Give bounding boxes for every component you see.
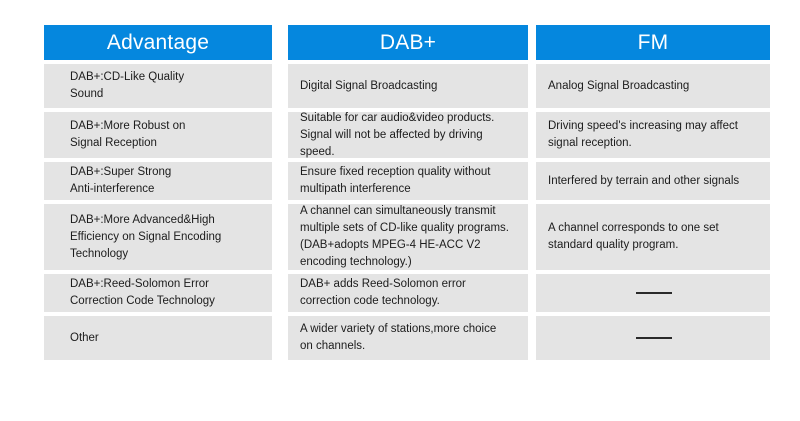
- cell-text: A channel corresponds to one set standar…: [548, 222, 719, 251]
- cell-text: DAB+:Reed-Solomon Error Correction Code …: [70, 278, 215, 307]
- table-cell: DAB+:More Robust on Signal Reception: [44, 112, 272, 158]
- table-cell: DAB+:CD-Like Quality Sound: [44, 64, 272, 108]
- cell-text: A wider variety of stations,more choice …: [300, 323, 497, 352]
- table-cell: A channel corresponds to one set standar…: [536, 204, 770, 270]
- table-column-dabplus: DAB+ Digital Signal Broadcasting Suitabl…: [288, 25, 528, 360]
- cell-text: Analog Signal Broadcasting: [548, 79, 690, 92]
- table-cell: Analog Signal Broadcasting: [536, 64, 770, 108]
- cell-text: Ensure fixed reception quality without m…: [300, 166, 491, 195]
- table-cell: A channel can simultaneously transmit mu…: [288, 204, 528, 270]
- cell-text: A channel can simultaneously transmit mu…: [300, 205, 509, 268]
- cell-text: DAB+:CD-Like Quality Sound: [70, 71, 185, 100]
- column-header-fm: FM: [536, 25, 770, 60]
- table-cell: Interfered by terrain and other signals: [536, 162, 770, 200]
- cell-text: Suitable for car audio&video products. S…: [300, 111, 495, 158]
- table-cell: Other: [44, 316, 272, 360]
- column-header-dabplus: DAB+: [288, 25, 528, 60]
- cell-text: Driving speed's increasing may affect si…: [548, 120, 738, 149]
- comparison-table: Advantage DAB+:CD-Like Quality Sound DAB…: [44, 25, 770, 360]
- table-cell: [536, 274, 770, 312]
- table-cell: DAB+:Super Strong Anti-interference: [44, 162, 272, 200]
- cell-text: Interfered by terrain and other signals: [548, 174, 740, 187]
- em-dash-icon: [636, 337, 672, 339]
- cell-text: DAB+ adds Reed-Solomon error correction …: [300, 278, 466, 307]
- table-column-fm: FM Analog Signal Broadcasting Driving sp…: [536, 25, 770, 360]
- table-cell: Digital Signal Broadcasting: [288, 64, 528, 108]
- table-cell: Ensure fixed reception quality without m…: [288, 162, 528, 200]
- table-cell: DAB+ adds Reed-Solomon error correction …: [288, 274, 528, 312]
- table-cell: [536, 316, 770, 360]
- em-dash-icon: [636, 292, 672, 294]
- table-column-advantage: Advantage DAB+:CD-Like Quality Sound DAB…: [44, 25, 272, 360]
- table-cell: DAB+:Reed-Solomon Error Correction Code …: [44, 274, 272, 312]
- table-cell: Driving speed's increasing may affect si…: [536, 112, 770, 158]
- cell-text: DAB+:More Robust on Signal Reception: [70, 120, 186, 149]
- cell-text: DAB+:More Advanced&High Efficiency on Si…: [70, 213, 222, 260]
- table-cell: Suitable for car audio&video products. S…: [288, 112, 528, 158]
- cell-text: Other: [70, 331, 99, 344]
- column-header-advantage: Advantage: [44, 25, 272, 60]
- table-cell: A wider variety of stations,more choice …: [288, 316, 528, 360]
- cell-text: Digital Signal Broadcasting: [300, 79, 438, 92]
- table-cell: DAB+:More Advanced&High Efficiency on Si…: [44, 204, 272, 270]
- cell-text: DAB+:Super Strong Anti-interference: [70, 166, 172, 195]
